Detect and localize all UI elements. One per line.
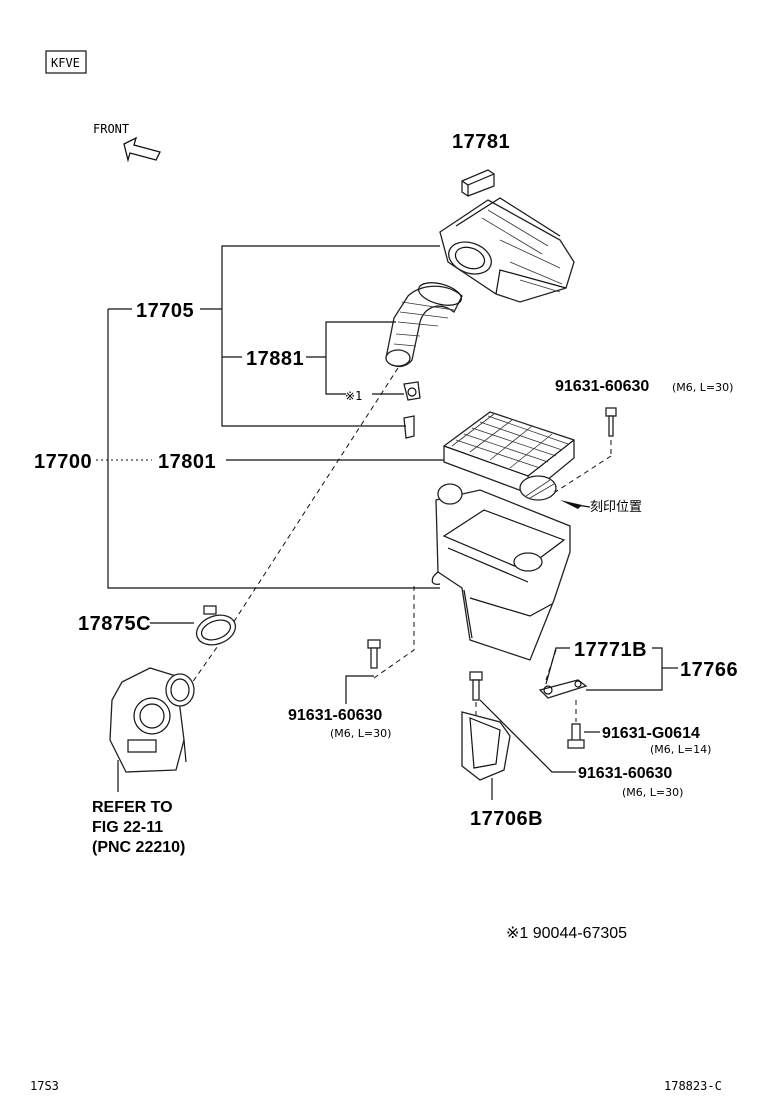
- label-91631-60630-left: 91631-60630: [288, 707, 382, 724]
- marking-position-label: 刻印位置: [590, 500, 642, 515]
- label-17700: 17700: [34, 451, 92, 473]
- front-label: FRONT: [93, 122, 129, 136]
- hose-clamp: [195, 605, 237, 646]
- spec-91631-60630-left: (M6, L=30): [330, 727, 391, 740]
- intake-hose: [385, 282, 463, 368]
- label-17881: 17881: [246, 348, 304, 370]
- label-91631-g0614: 91631-G0614: [602, 725, 700, 742]
- spec-91631-g0614: (M6, L=14): [650, 743, 711, 756]
- label-17781: 17781: [452, 131, 510, 153]
- spec-91631-60630-right: (M6, L=30): [622, 786, 683, 799]
- air-filter-element: [443, 411, 575, 501]
- engine-code-box: [45, 50, 87, 74]
- label-17705: 17705: [136, 300, 194, 322]
- footnote: ※1 90044-67305: [506, 925, 627, 942]
- spec-91631-60630-top: (M6, L=30): [672, 381, 733, 394]
- throttle-body: [109, 667, 195, 792]
- front-arrow-icon: [123, 136, 161, 163]
- refer-line-3: (PNC 22210): [92, 839, 185, 856]
- bracket-17766: [538, 679, 588, 699]
- air-cleaner-case: [431, 483, 571, 661]
- label-17706b: 17706B: [470, 808, 543, 830]
- footer-right: 178823-C: [664, 1079, 722, 1093]
- label-17801: 17801: [158, 451, 216, 473]
- engine-code: KFVE: [51, 56, 80, 70]
- label-91631-60630-right: 91631-60630: [578, 765, 672, 782]
- clip-pin: [403, 415, 415, 439]
- bolt-left-icon: [367, 639, 381, 669]
- refer-line-2: FIG 22-11: [92, 819, 163, 836]
- hose-clip: [403, 381, 421, 401]
- refer-line-1: REFER TO: [92, 799, 173, 816]
- label-17771b: 17771B: [574, 639, 647, 661]
- bolt-top-icon: [605, 407, 617, 437]
- bracket-17706b: [461, 711, 511, 781]
- part-17781: [461, 169, 495, 197]
- ref-mark-1: ※1: [345, 389, 362, 403]
- air-cleaner-cap: [439, 197, 575, 303]
- footer-left: 17S3: [30, 1079, 59, 1093]
- label-17766: 17766: [680, 659, 738, 681]
- bolt-g0614-icon: [567, 723, 585, 749]
- label-17875c: 17875C: [78, 613, 151, 635]
- label-91631-60630-top: 91631-60630: [555, 378, 649, 395]
- marking-arrow-icon: [560, 500, 582, 509]
- bolt-right-icon: [469, 671, 483, 701]
